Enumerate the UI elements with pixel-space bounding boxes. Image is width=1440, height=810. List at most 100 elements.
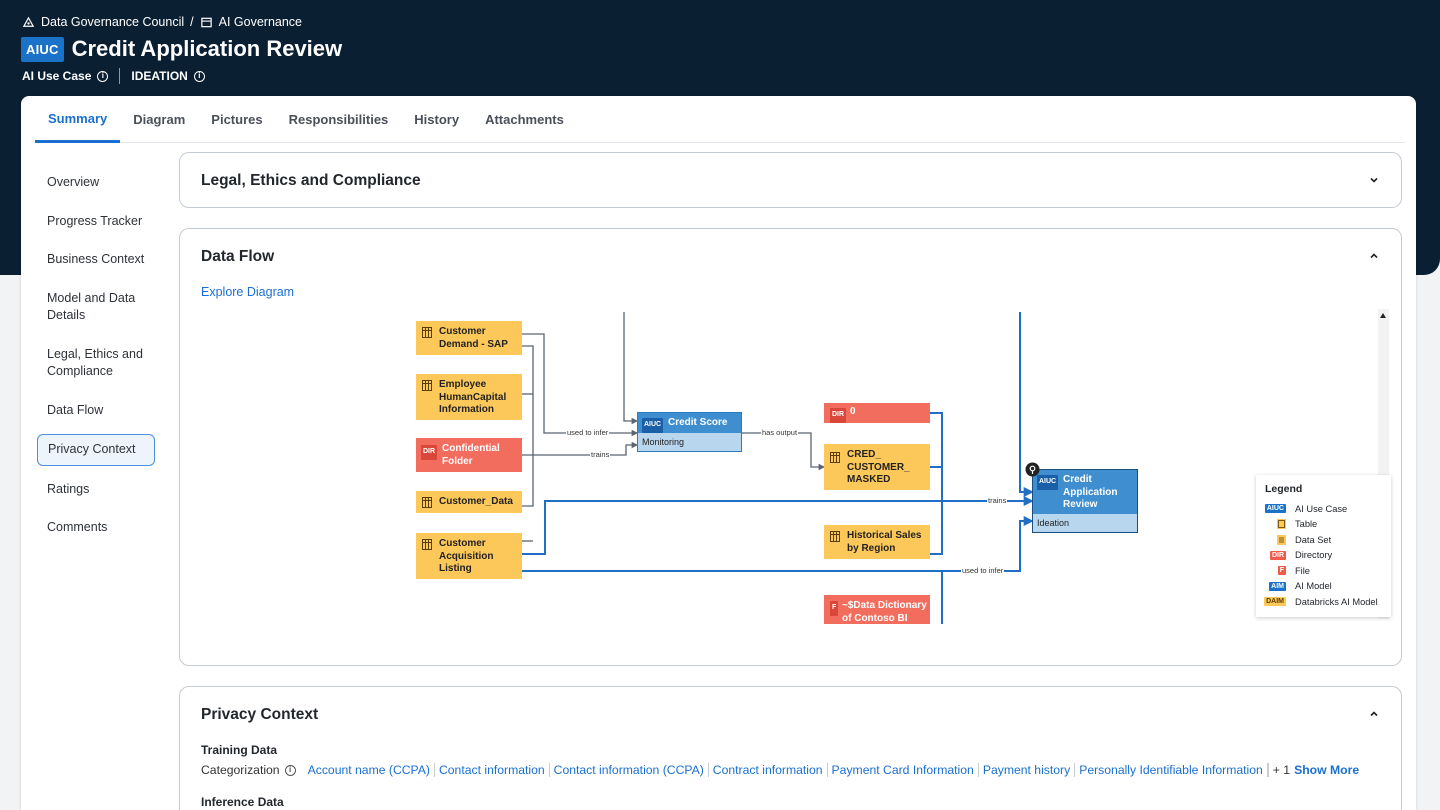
info-icon[interactable]: i (193, 70, 205, 82)
node-historical-sales[interactable]: Historical Sales by Region (824, 525, 930, 559)
table-icon (422, 497, 432, 508)
diagram-edges (522, 312, 1034, 624)
legend-label: Table (1295, 519, 1318, 530)
node-label: CRED_ CUSTOMER_ MASKED (847, 449, 910, 485)
chevron-up-icon[interactable] (1369, 709, 1379, 719)
tab-attachments[interactable]: Attachments (485, 112, 564, 127)
legend-label: File (1295, 565, 1310, 576)
node-data-dictionary[interactable]: F ~$Data Dictionary of Contoso BI (824, 595, 930, 624)
data-set-icon (1277, 534, 1286, 545)
edge-label-used-to-infer: used to infer (961, 566, 1005, 575)
domain-icon (200, 17, 212, 27)
table-icon (422, 327, 432, 338)
privacy-context-panel: Privacy Context Training Data Categoriza… (179, 686, 1402, 810)
node-directory-0[interactable]: DIR 0 (824, 403, 930, 423)
chevron-up-icon[interactable] (1369, 251, 1379, 261)
node-customer-demand-sap[interactable]: Customer Demand - SAP (416, 321, 522, 355)
directory-tag: DIR (421, 445, 438, 460)
file-tag: F (830, 601, 839, 616)
node-customer-acquisition[interactable]: Customer Acquisition Listing (416, 533, 522, 579)
tab-responsibilities[interactable]: Responsibilities (288, 112, 389, 127)
node-label: 0 (850, 406, 856, 417)
title-row: AIUC Credit Application Review (21, 36, 342, 62)
category-link[interactable]: Personally Identifiable Information (1075, 763, 1268, 777)
legal-panel-title: Legal, Ethics and Compliance (201, 172, 421, 189)
category-link[interactable]: Contact information (435, 763, 550, 777)
tab-summary[interactable]: Summary (35, 96, 121, 143)
nav-overview[interactable]: Overview (47, 175, 100, 189)
info-icon[interactable]: i (97, 70, 109, 82)
nav-privacy-context[interactable]: Privacy Context (37, 434, 155, 466)
node-label: Customer_Data (439, 496, 513, 507)
nav-legal-ethics[interactable]: Legal, Ethics and Compliance (47, 346, 143, 379)
breadcrumb: Data Governance Council / AI Governance (22, 15, 302, 29)
scroll-up-arrow[interactable] (1380, 313, 1386, 318)
node-label: ~$Data Dictionary of Contoso BI (842, 600, 927, 624)
node-label: Confidential Folder (442, 443, 500, 467)
status-label: IDEATION (131, 69, 188, 83)
nav-data-flow[interactable]: Data Flow (47, 402, 104, 417)
data-flow-diagram[interactable]: used to infer trains has output trains u… (400, 309, 1390, 624)
chevron-down-icon[interactable] (1369, 175, 1379, 185)
explore-diagram-link[interactable]: Explore Diagram (201, 285, 295, 299)
node-label: Customer Acquisition Listing (439, 538, 494, 574)
node-header: AIUC Credit Score (638, 413, 741, 433)
diagram-scrollbar[interactable] (1378, 309, 1389, 619)
category-link[interactable]: Account name (CCPA) (304, 763, 435, 777)
breadcrumb-current[interactable]: AI Governance (218, 15, 303, 29)
tab-pictures[interactable]: Pictures (211, 112, 263, 127)
table-icon (1277, 519, 1286, 530)
directory-tag: DIR (830, 408, 847, 423)
node-employee-humancapital[interactable]: Employee HumanCapital Information (416, 374, 522, 420)
page-title: Credit Application Review (71, 36, 343, 61)
node-cred-customer-masked[interactable]: CRED_ CUSTOMER_ MASKED (824, 444, 930, 490)
table-icon (830, 531, 840, 542)
databricks-ai-model-tag: DAIM (1264, 597, 1286, 607)
directory-tag: DIR (1269, 550, 1286, 560)
edge-label-trains: trains (590, 450, 611, 459)
location-pin-icon (1025, 462, 1040, 477)
category-link[interactable]: Payment history (979, 763, 1076, 777)
meta-row: AI Use Case i IDEATION i (22, 68, 205, 84)
nav-comments[interactable]: Comments (47, 520, 108, 534)
community-icon (22, 16, 35, 27)
node-label: Customer Demand - SAP (439, 326, 508, 350)
tab-diagram[interactable]: Diagram (133, 112, 186, 127)
main-card: Summary Diagram Pictures Responsibilitie… (21, 96, 1416, 810)
file-tag: F (1277, 566, 1286, 576)
node-status: Monitoring (638, 433, 741, 451)
legend-item: F File (1265, 563, 1382, 579)
ai-use-case-tag: AIUC (1264, 504, 1286, 514)
category-link[interactable]: Payment Card Information (828, 763, 979, 777)
tab-history[interactable]: History (414, 112, 460, 127)
node-label: Employee HumanCapital Information (439, 379, 507, 415)
node-confidential-folder[interactable]: DIR Confidential Folder (416, 438, 522, 472)
ai-model-tag: AIM (1269, 581, 1286, 591)
legend-item: Table (1265, 517, 1382, 533)
node-credit-application-review[interactable]: AIUC Credit Application Review Ideation (1032, 469, 1138, 533)
section-nav: Overview Progress Tracker Business Conte… (37, 168, 155, 552)
ai-use-case-tag: AIUC (642, 418, 664, 433)
breadcrumb-parent[interactable]: Data Governance Council (41, 15, 185, 29)
legend-label: Databricks AI Model (1295, 596, 1378, 607)
category-link[interactable]: Contact information (CCPA) (550, 763, 709, 777)
info-icon[interactable]: i (284, 764, 296, 776)
nav-model-data-details[interactable]: Model and Data Details (47, 290, 136, 323)
nav-business-context[interactable]: Business Context (47, 252, 145, 266)
node-credit-score[interactable]: AIUC Credit Score Monitoring (637, 412, 742, 452)
nav-ratings[interactable]: Ratings (47, 481, 90, 496)
node-customer-data[interactable]: Customer_Data (416, 491, 522, 513)
breadcrumb-separator: / (190, 15, 194, 29)
divider (119, 68, 121, 84)
legend-title: Legend (1265, 483, 1303, 495)
node-status-label: Monitoring (642, 437, 685, 447)
category-link[interactable]: Contract information (709, 763, 828, 777)
asset-type-label: AI Use Case (22, 69, 92, 83)
legend-label: AI Use Case (1295, 503, 1348, 514)
show-more-link[interactable]: Show More (1294, 763, 1360, 777)
table-icon (830, 452, 840, 463)
nav-progress-tracker[interactable]: Progress Tracker (47, 213, 143, 228)
node-label: Historical Sales by Region (847, 530, 922, 554)
